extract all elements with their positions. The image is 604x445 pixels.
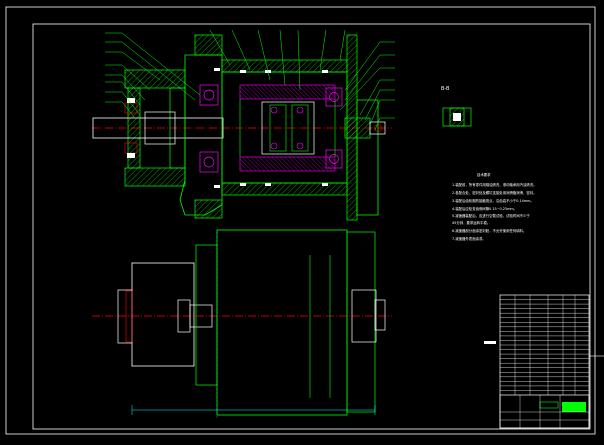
title-block-logo bbox=[562, 402, 586, 412]
left-housing-lower bbox=[124, 167, 186, 187]
drum-outline bbox=[216, 229, 348, 416]
leaders-right bbox=[339, 41, 395, 131]
tech-req-item: 2.各配合处，密封处及螺钉连接处用润滑脂润滑，密封。 bbox=[452, 190, 537, 195]
tech-req-item: 1.装配前，所有零件用煤油清洗，滚动轴承用汽油清洗。 bbox=[452, 182, 537, 187]
motor-body bbox=[131, 262, 195, 367]
tech-req-heading: 技术要求 bbox=[477, 172, 491, 177]
exterior-view bbox=[92, 229, 392, 418]
leaders-top bbox=[209, 29, 346, 91]
tech-req-item: 7.减速器外表面涂漆。 bbox=[452, 236, 486, 241]
planetary-gear-upper bbox=[239, 84, 336, 100]
tech-req-item: 5.减速器装配后，应进行空载试验，试验时间不少于 bbox=[452, 213, 530, 218]
leaders-left bbox=[105, 32, 201, 119]
tech-requirements: 技术要求 1.装配前，所有零件用煤油清洗，滚动轴承用汽油清洗。 2.各配合处，密… bbox=[452, 172, 537, 241]
detail-bb-label: B-B bbox=[441, 86, 450, 92]
planetary-gear-lower bbox=[239, 156, 336, 172]
bearing-right-lower bbox=[325, 149, 343, 169]
title-block bbox=[484, 294, 604, 429]
input-shaft bbox=[92, 117, 224, 139]
tech-req-item: 6.减速器剖分面涂密封胶，不允许使用任何填料。 bbox=[452, 228, 526, 233]
sheet-outer-border bbox=[5, 6, 596, 435]
tech-req-item: 3.装配后齿轮副的接触斑点，沿齿高不小于0.14mm。 bbox=[452, 198, 534, 203]
right-end-cap bbox=[344, 117, 371, 139]
left-end-frame bbox=[179, 54, 223, 216]
section-view bbox=[92, 29, 395, 221]
tech-req-item: 45分钟，要求运转平稳。 bbox=[452, 220, 490, 225]
detail-bb: B-B bbox=[441, 86, 472, 127]
bearing-right-upper bbox=[325, 87, 343, 107]
bearing-left-upper bbox=[199, 84, 219, 106]
tech-req-item: 4.装配后应检查齿侧间隙0.15~0.25mm。 bbox=[452, 206, 517, 211]
left-housing bbox=[124, 69, 186, 89]
sheet-inner-border bbox=[32, 23, 591, 430]
bearing-left-lower bbox=[199, 151, 219, 173]
